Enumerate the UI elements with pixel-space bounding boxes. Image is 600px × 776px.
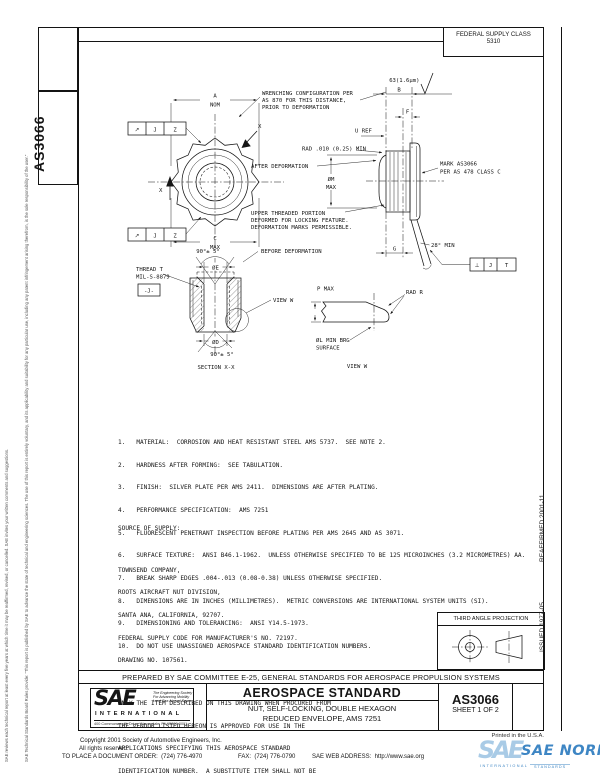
projection-box: THIRD ANGLE PROJECTION: [437, 612, 545, 670]
vendor-line: ROOTS AIRCRAFT NUT DIVISION,: [118, 589, 221, 597]
sae-tagline: The Engineering Society For Advancing Mo…: [153, 691, 192, 704]
projection-label: THIRD ANGLE PROJECTION: [438, 613, 544, 626]
title-block: SAE The Engineering Society For Advancin…: [78, 684, 544, 731]
footer-copyright: Copyright 2001 Society of Automotive Eng…: [80, 738, 222, 744]
note-line: 2. HARDNESS AFTER FORMING: SEE TABULATIO…: [118, 461, 284, 469]
title-block-divider: [438, 684, 439, 731]
footer-order: TO PLACE A DOCUMENT ORDER: (724) 776-497…: [62, 754, 203, 760]
note-line: 10. DO NOT USE UNASSIGNED AEROSPACE STAN…: [118, 642, 372, 650]
restriction-line: ONLY THE ITEM DESCRIBED ON THIS DRAWING …: [118, 700, 331, 708]
drawing-frame: [78, 27, 544, 731]
sae-address: 400 Commonwealth Drive, Warrendale, PA 1…: [94, 721, 188, 726]
note-line: 6. SURFACE TEXTURE: ANSI B46.1-1962. UNL…: [118, 552, 526, 560]
spine-doc-number: AS3066: [31, 115, 47, 172]
sae-international: INTERNATIONAL: [95, 711, 183, 717]
outer-right-border: [561, 27, 562, 731]
sae-tagline-line: For Advancing Mobility: [153, 694, 190, 699]
left-spine-empty-box: [38, 27, 78, 91]
sheet-number: SHEET 1 OF 2: [452, 706, 499, 714]
committee-banner: PREPARED BY SAE COMMITTEE E-25, GENERAL …: [78, 670, 544, 684]
fsc-box: FEDERAL SUPPLY CLASS 5310: [443, 27, 544, 57]
doc-type-underline: [206, 700, 438, 701]
doc-type-header: AEROSPACE STANDARD: [242, 685, 402, 700]
doc-number: AS3066: [452, 692, 499, 707]
watermark-norm: SAE NORM: [521, 743, 600, 759]
doc-title-line1: NUT, SELF-LOCKING, DOUBLE HEXAGON: [247, 703, 397, 713]
vendor-line: DRAWING NO. 107561.: [118, 657, 188, 665]
sae-logo-rule: [94, 719, 190, 721]
sae-logo: SAE: [94, 685, 137, 710]
note-line: 7. BREAK SHARP EDGES .004-.013 (0.08-0.3…: [118, 574, 383, 582]
footer-rights: All rights reserved.: [79, 745, 129, 752]
restriction-line: THE VENDOR LISTED HEREON IS APPROVED FOR…: [118, 722, 306, 730]
source-of-supply: SOURCE OF SUPPLY: TOWNSEND COMPANY, ROOT…: [118, 510, 331, 776]
left-margin-disclaimer-2: SAE reviews each technical report at lea…: [4, 448, 9, 762]
doc-title-line2: REDUCED ENVELOPE, AMS 7251: [262, 713, 382, 723]
note-line: 8. DIMENSIONS ARE IN INCHES (MILLIMETRES…: [118, 597, 489, 605]
restriction-line: IDENTIFICATION NUMBER. A SUBSTITUTE ITEM…: [118, 768, 317, 776]
note-line: 3. FINISH: SILVER PLATE PER AMS 2411. DI…: [118, 484, 379, 492]
title-block-divider: [206, 684, 207, 731]
watermark-international: INTERNATIONAL: [480, 764, 529, 768]
left-margin-disclaimer-1: SAE Technical Standards Board Rules prov…: [24, 154, 29, 762]
sae-tagline-line: Land Sea Air and Space: [153, 699, 192, 704]
left-spine-number-box: [38, 91, 78, 185]
sae-logo-box: SAE The Engineering Society For Advancin…: [90, 685, 194, 728]
fsc-value: 5310: [486, 38, 501, 45]
watermark-sae-logo: SAE: [478, 736, 524, 764]
watermark: SAE SAE NORM INTERNATIONAL STANDARDS: [478, 736, 600, 774]
restriction-line: APPLICATIONS SPECIFYING THIS AEROSPACE S…: [118, 745, 291, 753]
supply-heading: SOURCE OF SUPPLY:: [118, 525, 181, 533]
note-line: 5. FLUORESCENT PENETRANT INSPECTION BEFO…: [118, 529, 405, 537]
frame-top-inner-line: [79, 41, 443, 42]
vendor-line: FEDERAL SUPPLY CODE FOR MANUFACTURER'S N…: [118, 634, 298, 642]
watermark-standards: STANDARDS: [530, 764, 571, 769]
footer-fax: FAX: (724) 776-0790: [238, 754, 296, 760]
footer-order-row: TO PLACE A DOCUMENT ORDER: (724) 776-497…: [62, 754, 542, 762]
vendor-line: SANTA ANA, CALIFORNIA, 92707.: [118, 612, 225, 620]
fsc-label: FEDERAL SUPPLY CLASS: [456, 31, 531, 38]
reaffirmed-date: REAFFIRMED 2001-11: [539, 494, 546, 562]
footer-web: SAE WEB ADDRESS: http://www.sae.org: [312, 754, 425, 760]
title-block-divider: [512, 684, 513, 731]
note-line: 4. PERFORMANCE SPECIFICATION: AMS 7251: [118, 507, 269, 515]
drawing-notes: 1. MATERIAL: CORROSION AND HEAT RESISTAN…: [118, 424, 525, 666]
printed-in-usa: Printed in the U.S.A.: [491, 733, 544, 739]
note-line: 9. DIMENSIONING AND TOLERANCING: ANSI Y1…: [118, 620, 309, 628]
vendor-line: TOWNSEND COMPANY,: [118, 566, 181, 574]
note-line: 1. MATERIAL: CORROSION AND HEAT RESISTAN…: [118, 439, 386, 447]
sae-tagline-line: The Engineering Society: [153, 690, 193, 695]
